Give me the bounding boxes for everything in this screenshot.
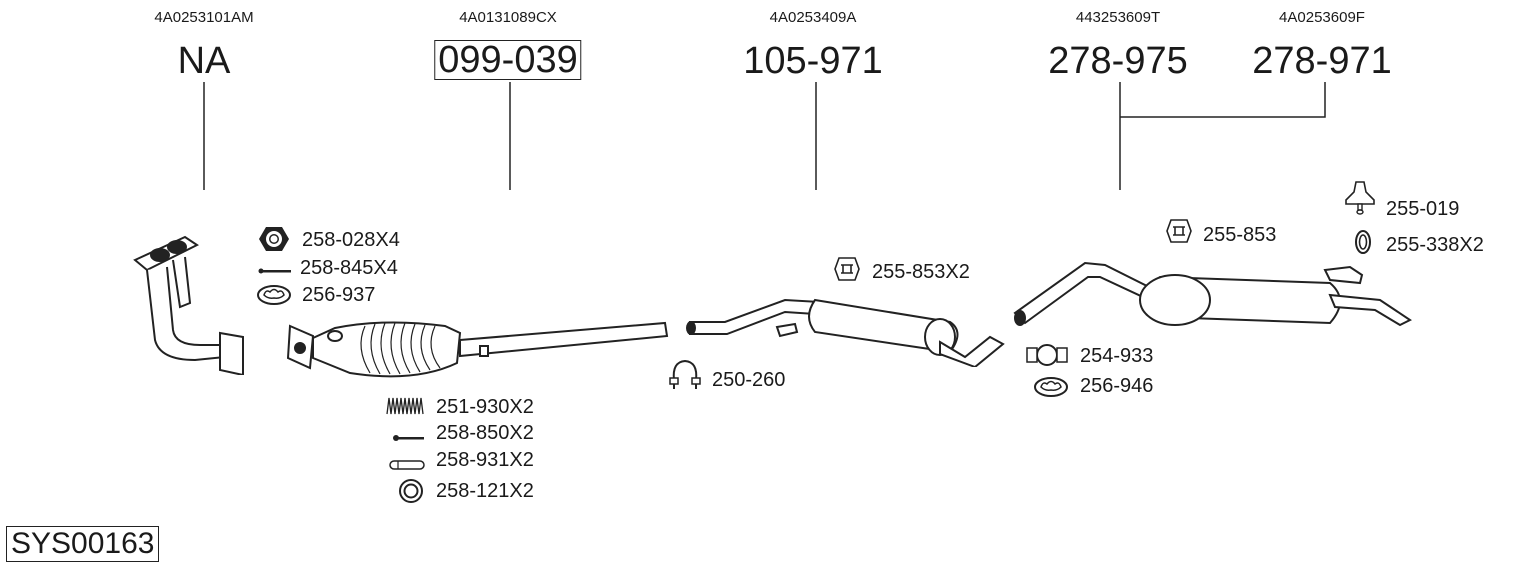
bell-mount-icon bbox=[1345, 181, 1375, 215]
part-number-front-pipe[interactable]: NA bbox=[177, 40, 231, 82]
oe-number-front-pipe: 4A0253101AM bbox=[154, 9, 254, 26]
accessory-label-255-853[interactable]: 255-853 bbox=[1203, 224, 1277, 246]
accessory-label-258-121x2[interactable]: 258-121X2 bbox=[436, 480, 534, 502]
accessory-label-251-930x2[interactable]: 251-930X2 bbox=[436, 396, 534, 418]
accessory-label-256-937[interactable]: 256-937 bbox=[302, 284, 376, 306]
oe-number-catalytic-converter: 4A0131089CX bbox=[459, 9, 557, 26]
rubber-hanger-icon bbox=[834, 257, 860, 281]
bolt-icon bbox=[258, 268, 291, 274]
accessory-label-258-850x2[interactable]: 258-850X2 bbox=[436, 422, 534, 444]
rubber-hanger-icon bbox=[1166, 219, 1192, 243]
gasket-icon bbox=[257, 285, 291, 305]
sleeve-icon bbox=[389, 460, 425, 470]
front-pipe-drawing[interactable] bbox=[125, 225, 250, 375]
flange-clamp-icon bbox=[1026, 344, 1068, 366]
oe-number-rear-silencer-alt: 4A0253609F bbox=[1279, 9, 1365, 26]
rear-silencer-drawing[interactable] bbox=[1010, 255, 1415, 340]
accessory-label-258-931x2[interactable]: 258-931X2 bbox=[436, 449, 534, 471]
rubber-ring-icon bbox=[1355, 230, 1371, 254]
oe-number-rear-silencer: 443253609T bbox=[1075, 9, 1161, 26]
accessory-label-255-853x2[interactable]: 255-853X2 bbox=[872, 261, 970, 283]
nut-icon bbox=[259, 227, 289, 251]
gasket-icon bbox=[1034, 377, 1068, 397]
part-number-rear-silencer[interactable]: 278-975 bbox=[1048, 40, 1188, 82]
ring-icon bbox=[399, 479, 423, 503]
clamp-icon bbox=[669, 359, 701, 389]
part-number-rear-silencer-alt[interactable]: 278-971 bbox=[1252, 40, 1392, 82]
accessory-label-256-946[interactable]: 256-946 bbox=[1080, 375, 1154, 397]
system-id: SYS00163 bbox=[6, 526, 160, 562]
part-number-middle-silencer[interactable]: 105-971 bbox=[743, 40, 883, 82]
accessory-label-250-260[interactable]: 250-260 bbox=[712, 369, 786, 391]
middle-silencer-drawing[interactable] bbox=[685, 292, 1015, 367]
part-number-catalytic-converter[interactable]: 099-039 bbox=[434, 40, 582, 80]
leader-line-rear-silencer-alt bbox=[1120, 82, 1326, 118]
catalytic-converter-drawing[interactable] bbox=[285, 318, 670, 383]
oe-number-middle-silencer: 4A0253409A bbox=[769, 9, 857, 26]
bolt-icon bbox=[393, 435, 424, 441]
accessory-label-258-845x4[interactable]: 258-845X4 bbox=[300, 257, 398, 279]
accessory-label-255-338x2[interactable]: 255-338X2 bbox=[1386, 234, 1484, 256]
accessory-label-254-933[interactable]: 254-933 bbox=[1080, 345, 1154, 367]
accessory-label-258-028x4[interactable]: 258-028X4 bbox=[302, 229, 400, 251]
accessory-label-255-019[interactable]: 255-019 bbox=[1386, 198, 1460, 220]
spring-icon bbox=[386, 397, 424, 415]
